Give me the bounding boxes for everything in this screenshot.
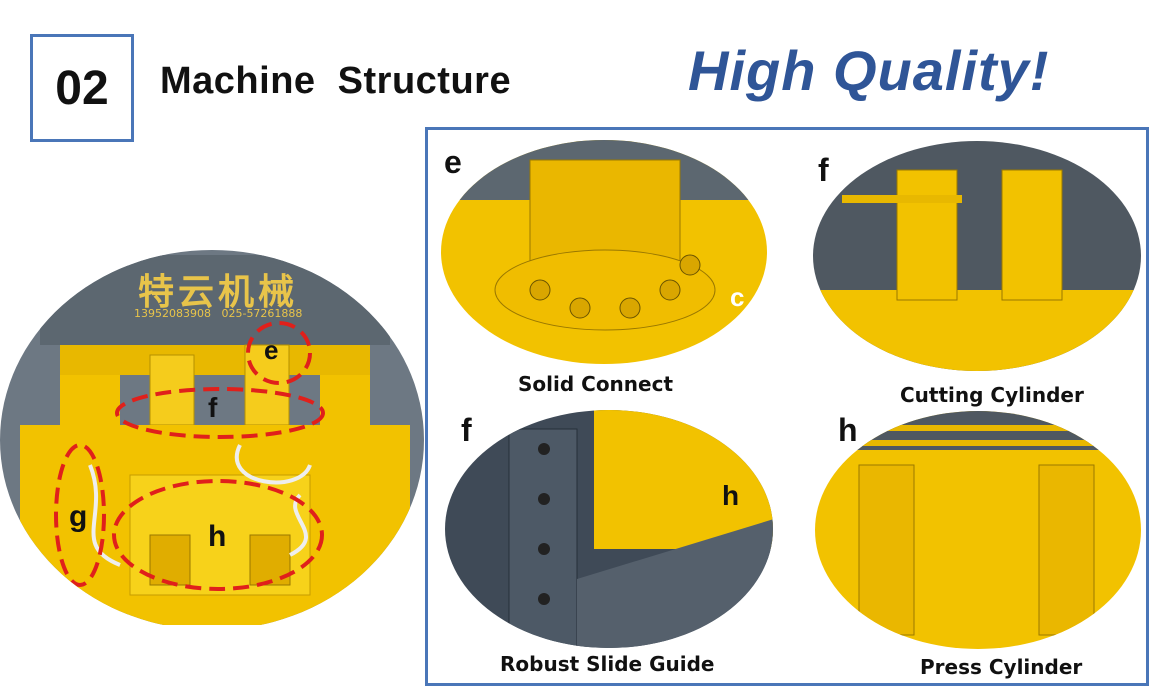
detail-extra-letter-c: c — [730, 282, 745, 312]
section-title: Machine Structure — [160, 60, 512, 102]
detail-letter-f-cutting: f — [818, 152, 829, 188]
detail-photo-press-cylinder — [814, 410, 1142, 650]
detail-photo-solid-connect — [440, 140, 768, 370]
overview-phone-text: 13952083908 025-57261888 — [134, 307, 303, 320]
detail-photo-robust-slide-guide — [444, 409, 774, 649]
detail-extra-letter-h: h — [722, 480, 740, 511]
detail-photo-cutting-cylinder — [812, 140, 1142, 372]
slogan-heading: High Quality! — [688, 39, 1050, 102]
caption-robust-slide-guide: Robust Slide Guide — [500, 652, 715, 676]
section-number: 02 — [55, 61, 109, 115]
detail-letter-h-press: h — [838, 412, 858, 448]
detail-letter-e: e — [444, 144, 462, 180]
overview-marker-h: h — [208, 520, 227, 553]
caption-cutting-cylinder: Cutting Cylinder — [900, 383, 1084, 407]
overview-marker-g: g — [69, 500, 88, 533]
detail-letter-f-slide: f — [461, 412, 472, 448]
overview-marker-f: f — [208, 392, 218, 423]
caption-solid-connect: Solid Connect — [518, 372, 674, 396]
overview-brand-text: 特云机械 — [138, 272, 299, 313]
detail-panel: e c Solid Connect f Cutting Cylinder — [425, 127, 1149, 686]
overview-marker-e: e — [264, 335, 279, 365]
machine-overview-photo: 特云机械 13952083908 025-57261888 e f g h — [0, 235, 430, 625]
caption-press-cylinder: Press Cylinder — [920, 655, 1083, 679]
section-number-box: 02 — [30, 34, 134, 142]
